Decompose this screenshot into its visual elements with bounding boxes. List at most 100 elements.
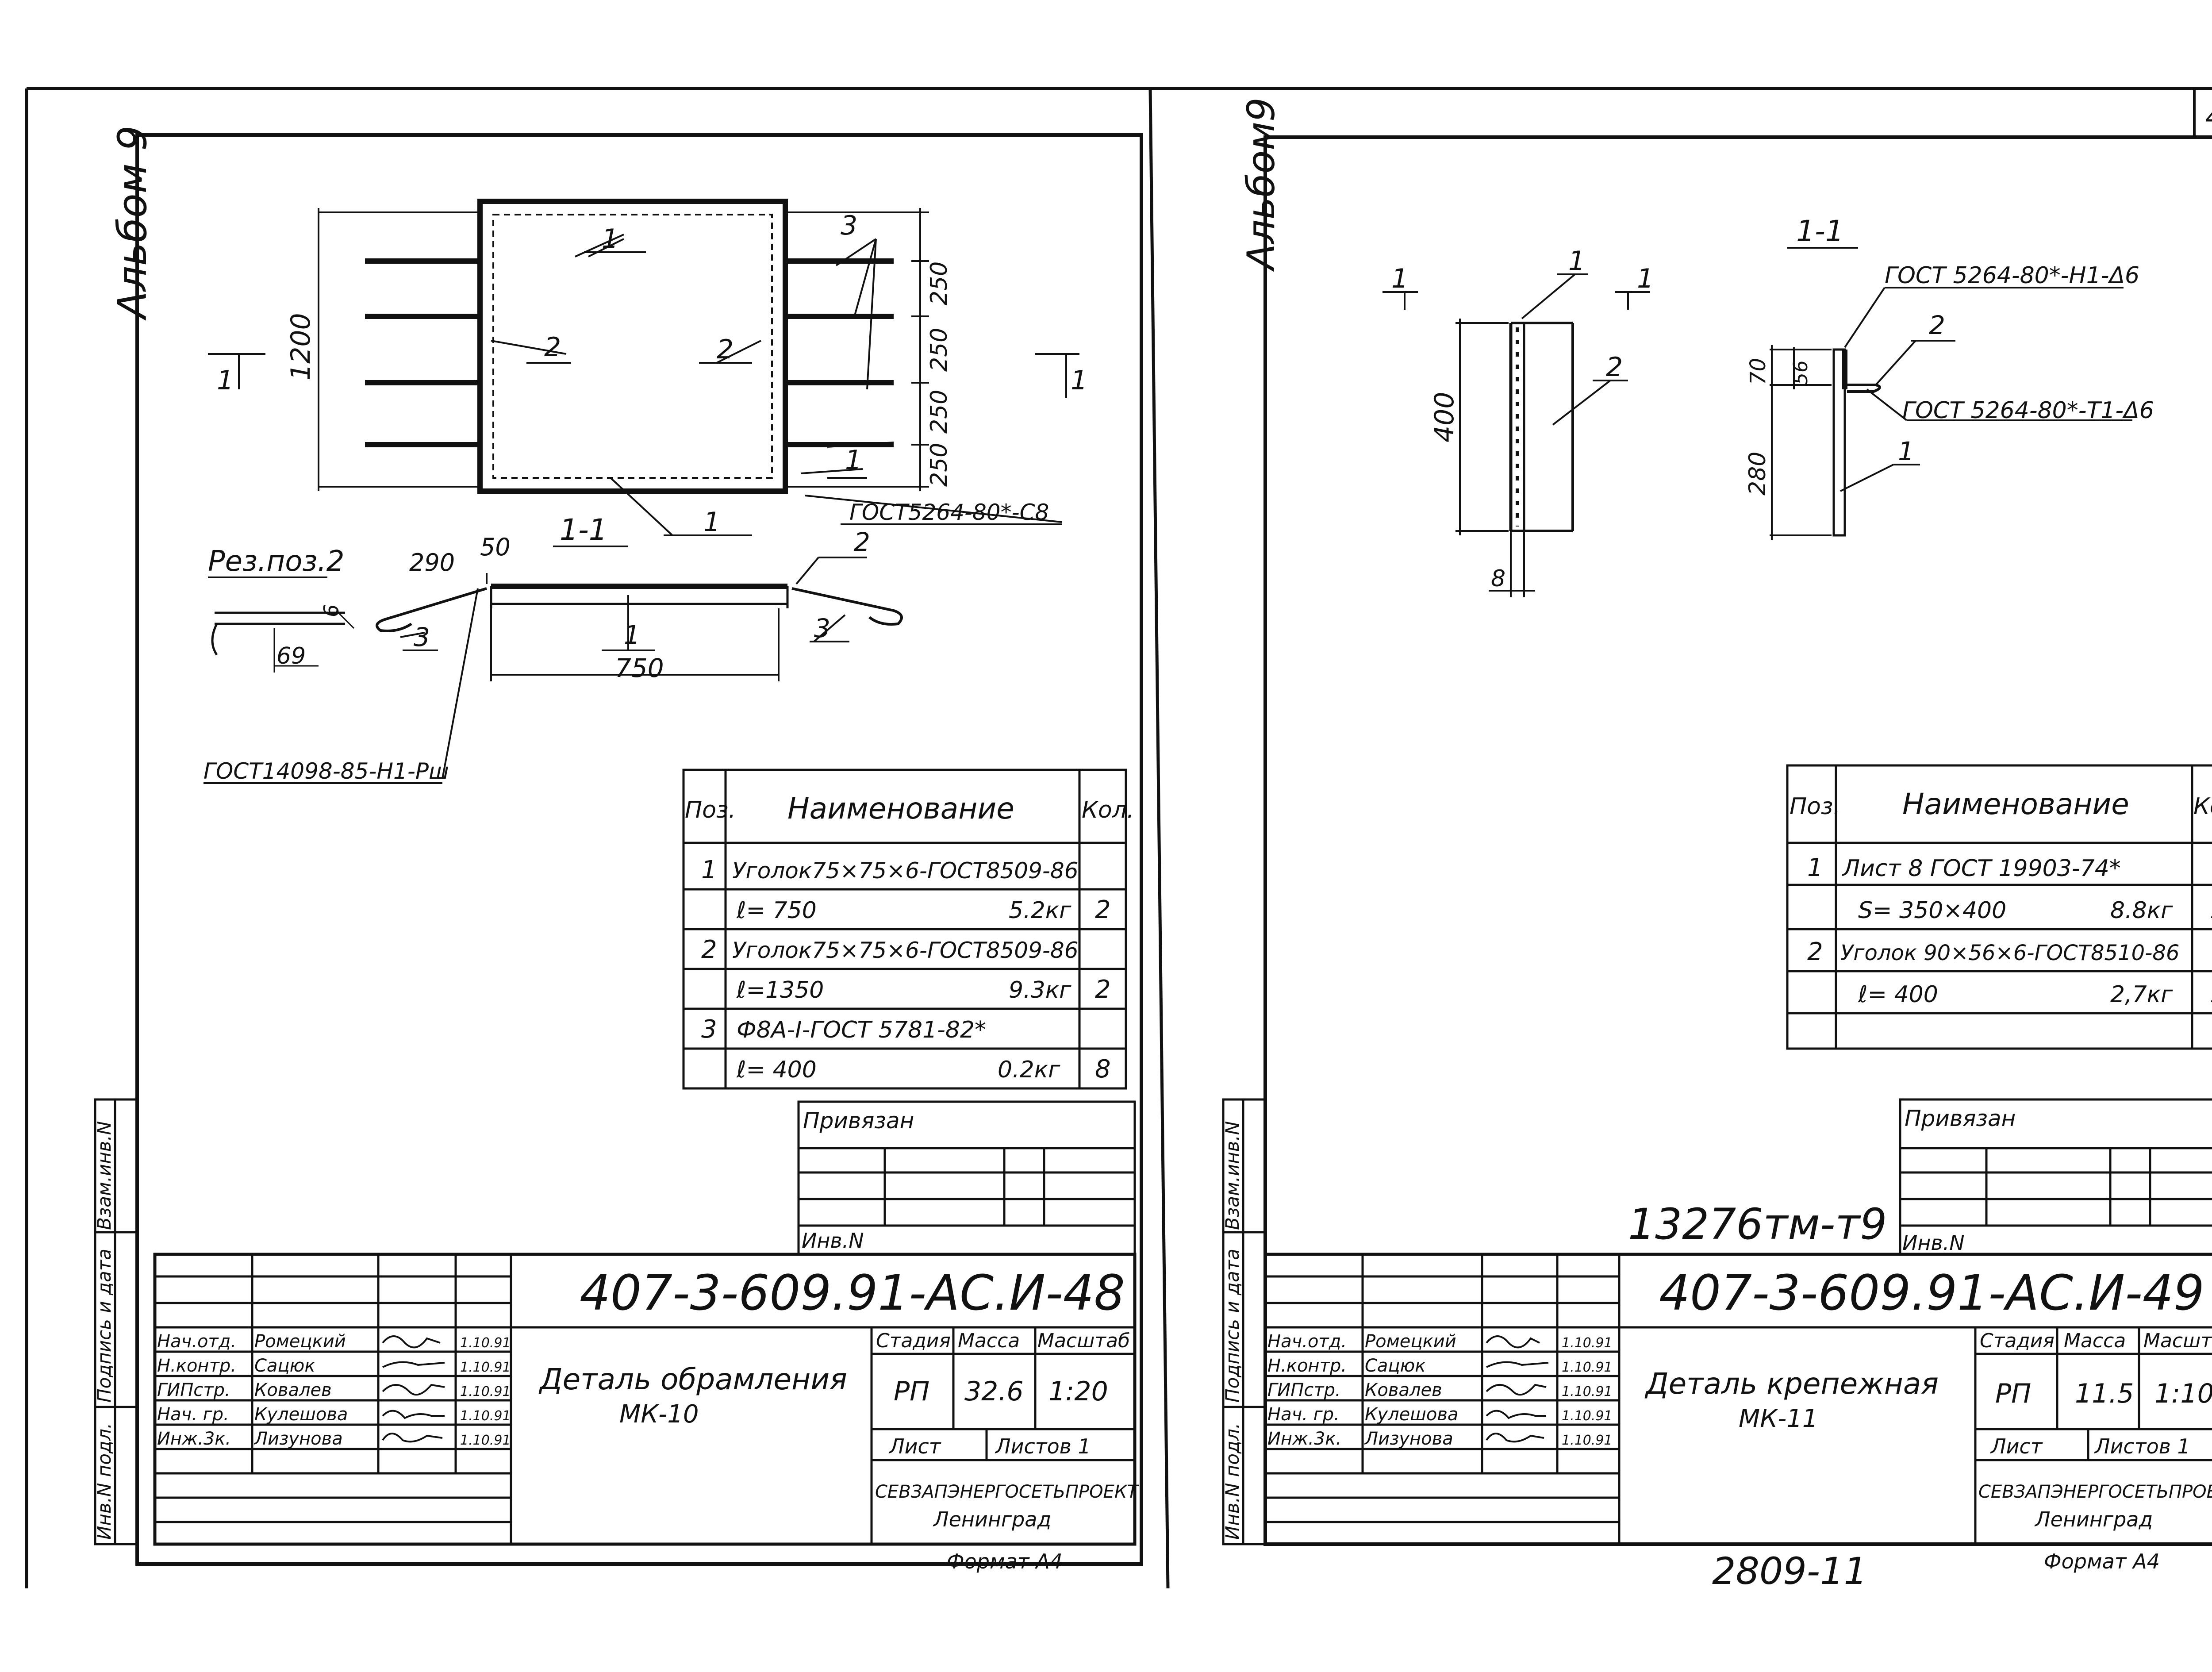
right-section-title: 1-1 (1796, 214, 1844, 248)
left-cut-detail (211, 610, 355, 673)
right-tb-role-2: Н.контр. (1267, 1356, 1347, 1376)
left-sec-callout-p3-left: 3 (414, 622, 430, 652)
left-tb-role-1: Нач.отд. (157, 1331, 236, 1352)
left-sec-callout-p3-right: 3 (814, 613, 830, 643)
right-tb-title-line1: Деталь крепежная (1644, 1367, 1939, 1401)
left-cut-dim-6: 6 (319, 604, 343, 617)
right-tb-name-1: Ромецкий (1365, 1331, 1456, 1352)
left-spec-row4-name: ℓ=1350 (736, 977, 824, 1003)
right-dim-56: 56 (1790, 360, 1812, 385)
left-tb-name-1: Ромецкий (254, 1331, 346, 1352)
right-tb-date-4: 1.10.91 (1562, 1408, 1613, 1424)
right-section-view (1770, 287, 2132, 540)
right-tb-date-2: 1.10.91 (1562, 1360, 1613, 1375)
left-spec-row6-qty: 8 (1095, 1055, 1111, 1084)
left-tb-title-line1: Деталь обрамления (538, 1362, 847, 1396)
left-tb-mass-label: Масса (958, 1330, 1020, 1352)
left-dim-250-b: 250 (926, 328, 952, 372)
left-spec-row4-qty: 2 (1095, 975, 1111, 1004)
left-tb-name-4: Кулешова (254, 1404, 348, 1425)
right-side-label-2: Подпись и дата (1221, 1249, 1243, 1403)
right-handwritten-note: 13276тм-т9 (1628, 1199, 1887, 1249)
right-album-label: Альбом9 (1239, 97, 1283, 272)
left-section-title: 1-1 (560, 513, 607, 547)
left-tb-role-4: Нач. гр. (157, 1404, 229, 1425)
left-spec-row4-mass: 9.3кг (1009, 977, 1071, 1003)
left-tb-date-3: 1.10.91 (460, 1384, 511, 1399)
right-spec-row2-name: S= 350×400 (1858, 897, 2006, 924)
left-spec-row2-qty: 2 (1095, 896, 1111, 924)
left-sec-callout-p1: 1 (624, 620, 640, 650)
left-tb-scale: 1:20 (1048, 1376, 1108, 1407)
left-spec-row1-name: Уголок75×75×6-ГОСТ8509-86 (732, 858, 1079, 884)
left-tb-sheet-label: Лист (888, 1434, 941, 1458)
left-spec-header-name: Наименование (787, 792, 1014, 826)
left-section-mark-right: 1 (1071, 365, 1087, 396)
left-spec-header-qty: Кол. (1082, 797, 1134, 823)
right-tb-sheet-label: Лист (1990, 1434, 2043, 1458)
right-inv-label: Инв.N (1902, 1231, 1965, 1255)
left-doc-code: 407-3-609.91-АС.И-48 (580, 1265, 1125, 1321)
right-tb-name-3: Ковалев (1365, 1380, 1442, 1400)
right-spec-row4-mass: 2,7кг (2110, 981, 2173, 1008)
right-spec-row1-name: Лист 8 ГОСТ 19903-74* (1842, 855, 2121, 882)
right-bound-label: Привязан (1905, 1106, 2016, 1131)
left-tb-name-3: Ковалев (254, 1380, 332, 1400)
right-tb-name-5: Лизунова (1364, 1429, 1453, 1449)
right-tb-name-4: Кулешова (1365, 1404, 1458, 1425)
right-format-label: Формат А4 (2044, 1549, 2160, 1573)
right-tb-role-3: ГИПстр. (1267, 1380, 1341, 1400)
left-tb-role-3: ГИПстр. (157, 1380, 230, 1400)
right-gost-top: ГОСТ 5264-80*-Н1-Δ6 (1885, 262, 2139, 289)
left-spec-header-pos: Поз. (685, 797, 736, 823)
left-gost-weld-rsh: ГОСТ14098-85-Н1-Рш (204, 758, 449, 784)
right-bottom-note: 2809-11 (1712, 1549, 1867, 1593)
right-tb-date-1: 1.10.91 (1562, 1335, 1613, 1351)
left-spec-row3-name: Уголок75×75×6-ГОСТ8509-86 (732, 938, 1079, 963)
right-tb-role-1: Нач.отд. (1267, 1331, 1347, 1352)
right-tb-org-line2: Ленинград (2034, 1507, 2153, 1531)
left-section-view (204, 557, 903, 784)
left-sec-callout-p2: 2 (854, 527, 870, 557)
right-spec-row1-pos: 1 (1807, 853, 1823, 882)
right-callout-p2: 2 (1606, 352, 1623, 383)
left-dim-750: 750 (615, 653, 664, 683)
left-tb-title-line2: МК-10 (619, 1400, 699, 1429)
left-tb-role-5: Инж.3к. (157, 1429, 231, 1449)
left-callout-p3: 3 (841, 210, 857, 241)
left-callout-p2-left: 2 (544, 332, 561, 363)
left-plan-view (208, 199, 1079, 536)
left-section-mark-left: 1 (217, 365, 234, 396)
right-side-label-1: Взам.инв.N (1221, 1121, 1243, 1230)
right-tb-mass-label: Масса (2064, 1330, 2126, 1352)
left-tb-org-line1: СЕВЗАПЭНЕРГОСЕТЬПРОЕКТ (875, 1482, 1139, 1502)
right-tb-stage: РП (1995, 1378, 2031, 1409)
left-side-label-3: Инв.N подл. (93, 1423, 115, 1540)
left-format-label: Формат А4 (947, 1549, 1063, 1573)
left-tb-date-2: 1.10.91 (460, 1360, 511, 1375)
left-cut-dim-69: 69 (276, 643, 306, 669)
right-signatures (1486, 1335, 1549, 1443)
left-side-label-2: Подпись и дата (93, 1249, 115, 1403)
right-front-view (1382, 273, 1650, 597)
right-sec-callout-p2: 2 (1929, 310, 1945, 340)
sheet-frames (25, 87, 2212, 1589)
left-side-strip (94, 1098, 138, 1545)
left-tb-stage-label: Стадия (876, 1330, 951, 1352)
right-tb-role-5: Инж.3к. (1267, 1429, 1341, 1449)
right-section-mark-left: 1 (1391, 263, 1408, 294)
right-title-block-grid (1263, 1253, 2212, 1546)
right-dim-400: 400 (1429, 392, 1460, 442)
left-dim-290: 290 (409, 549, 455, 577)
right-section-mark-right: 1 (1637, 263, 1654, 294)
right-sec-callout-p1: 1 (1898, 436, 1914, 466)
left-callout-p1-top: 1 (602, 223, 618, 254)
left-bound-label: Привязан (803, 1108, 914, 1134)
right-tb-scale-label: Масштаб (2143, 1330, 2212, 1352)
left-dim-250-d: 250 (926, 443, 952, 487)
left-dim-250-a: 250 (926, 261, 952, 305)
right-spec-row2-mass: 8.8кг (2110, 897, 2173, 924)
left-dim-250-c: 250 (926, 390, 952, 434)
left-signatures (382, 1335, 445, 1443)
